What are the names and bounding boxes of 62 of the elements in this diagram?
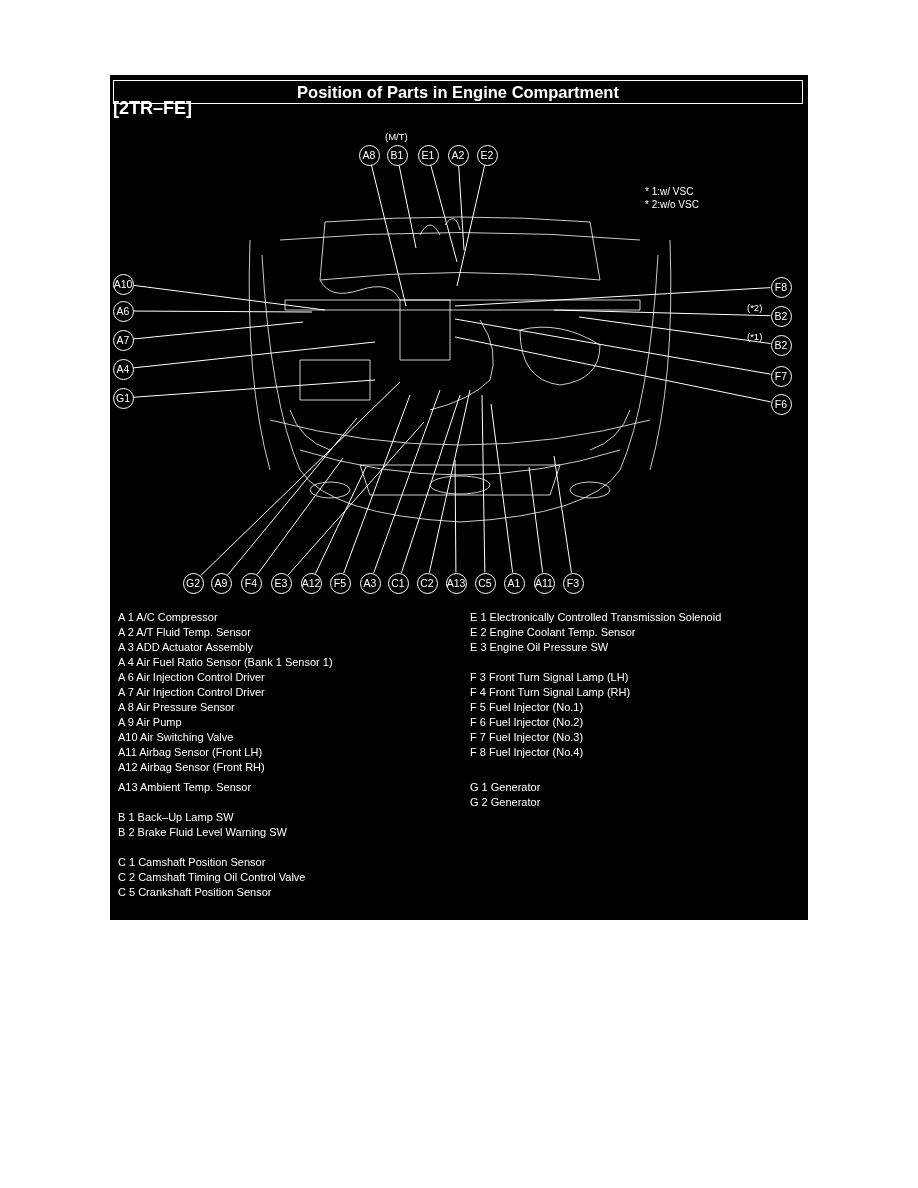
- leader-line: [454, 287, 771, 307]
- parts-list-entry: F 7 Fuel Injector (No.3): [470, 731, 584, 743]
- parts-list-entry: A 7 Air Injection Control Driver: [118, 686, 265, 698]
- parts-list-entry: A 4 Air Fuel Ratio Sensor (Bank 1 Sensor 1): [118, 656, 333, 668]
- leader-line: [490, 403, 514, 574]
- leader-line: [373, 389, 441, 574]
- parts-list-entry: E 1 Electronically Controlled Transmission Solenoid: [470, 611, 722, 623]
- parts-list-entry: A13 Ambient Temp. Sensor: [118, 781, 252, 793]
- parts-list-entry: A11 Airbag Sensor (Front LH): [118, 746, 263, 758]
- parts-list-entry: C 5 Crankshaft Position Sensor: [118, 886, 272, 898]
- parts-list-entry: C 2 Camshaft Timing Oil Control Valve: [118, 871, 306, 883]
- parts-list-entry: B 1 Back–Up Lamp SW: [118, 811, 234, 823]
- parts-list-entry: A 9 Air Pump: [118, 716, 182, 728]
- leader-line: [428, 389, 471, 574]
- leader-line: [132, 341, 376, 369]
- leader-line: [132, 379, 376, 398]
- parts-list-entry: F 8 Fuel Injector (No.4): [470, 746, 584, 758]
- parts-list-entry: F 3 Front Turn Signal Lamp (LH): [470, 671, 629, 683]
- callout-note: (*2): [747, 302, 763, 313]
- leader-line: [287, 421, 425, 576]
- leader-line: [578, 316, 772, 345]
- parts-list-entry: G 1 Generator: [470, 781, 541, 793]
- footnote: * 2:w/o VSC: [645, 199, 699, 210]
- leader-line: [371, 164, 407, 307]
- callout-note: (*1): [747, 331, 763, 342]
- leader-line: [481, 394, 486, 573]
- parts-list-entry: F 4 Front Turn Signal Lamp (RH): [470, 686, 631, 698]
- parts-list-entry: C 1 Camshaft Position Sensor: [118, 856, 266, 868]
- parts-list-entry: G 2 Generator: [470, 796, 541, 808]
- parts-list-entry: A 2 A/T Fluid Temp. Sensor: [118, 626, 251, 638]
- parts-list-entry: A 8 Air Pressure Sensor: [118, 701, 235, 713]
- footnote: * 1:w/ VSC: [645, 186, 694, 197]
- leader-line: [132, 321, 304, 340]
- leader-line: [553, 309, 771, 317]
- leader-line: [553, 455, 572, 574]
- leader-line: [454, 459, 457, 573]
- leader-line: [398, 164, 417, 249]
- leader-line: [400, 394, 461, 574]
- leader-line: [132, 284, 326, 311]
- parts-list-entry: A 1 A/C Compressor: [118, 611, 218, 623]
- parts-list-entry: F 6 Fuel Injector (No.2): [470, 716, 584, 728]
- parts-list-entry: F 5 Fuel Injector (No.1): [470, 701, 584, 713]
- leader-line: [458, 165, 465, 251]
- parts-list-entry: A10 Air Switching Valve: [118, 731, 234, 743]
- leader-line: [528, 466, 544, 574]
- leader-line: [430, 164, 458, 263]
- leader-line: [227, 417, 358, 576]
- leader-line: [200, 381, 401, 577]
- leader-line: [315, 466, 367, 574]
- parts-list-entry: B 2 Brake Fluid Level Warning SW: [118, 826, 287, 838]
- leader-line: [343, 394, 411, 574]
- leader-line: [454, 336, 772, 403]
- leader-line: [456, 164, 486, 287]
- parts-list-entry: A 3 ADD Actuator Assembly: [118, 641, 254, 653]
- parts-list-entry: A12 Airbag Sensor (Front RH): [118, 761, 265, 773]
- parts-list-entry: A 6 Air Injection Control Driver: [118, 671, 265, 683]
- callout-note: (M/T): [385, 131, 408, 142]
- leader-line: [133, 310, 313, 313]
- parts-list-entry: E 2 Engine Coolant Temp. Sensor: [470, 626, 636, 638]
- parts-list-entry: E 3 Engine Oil Pressure SW: [470, 641, 609, 653]
- leader-line: [454, 318, 772, 375]
- leader-line: [256, 457, 344, 576]
